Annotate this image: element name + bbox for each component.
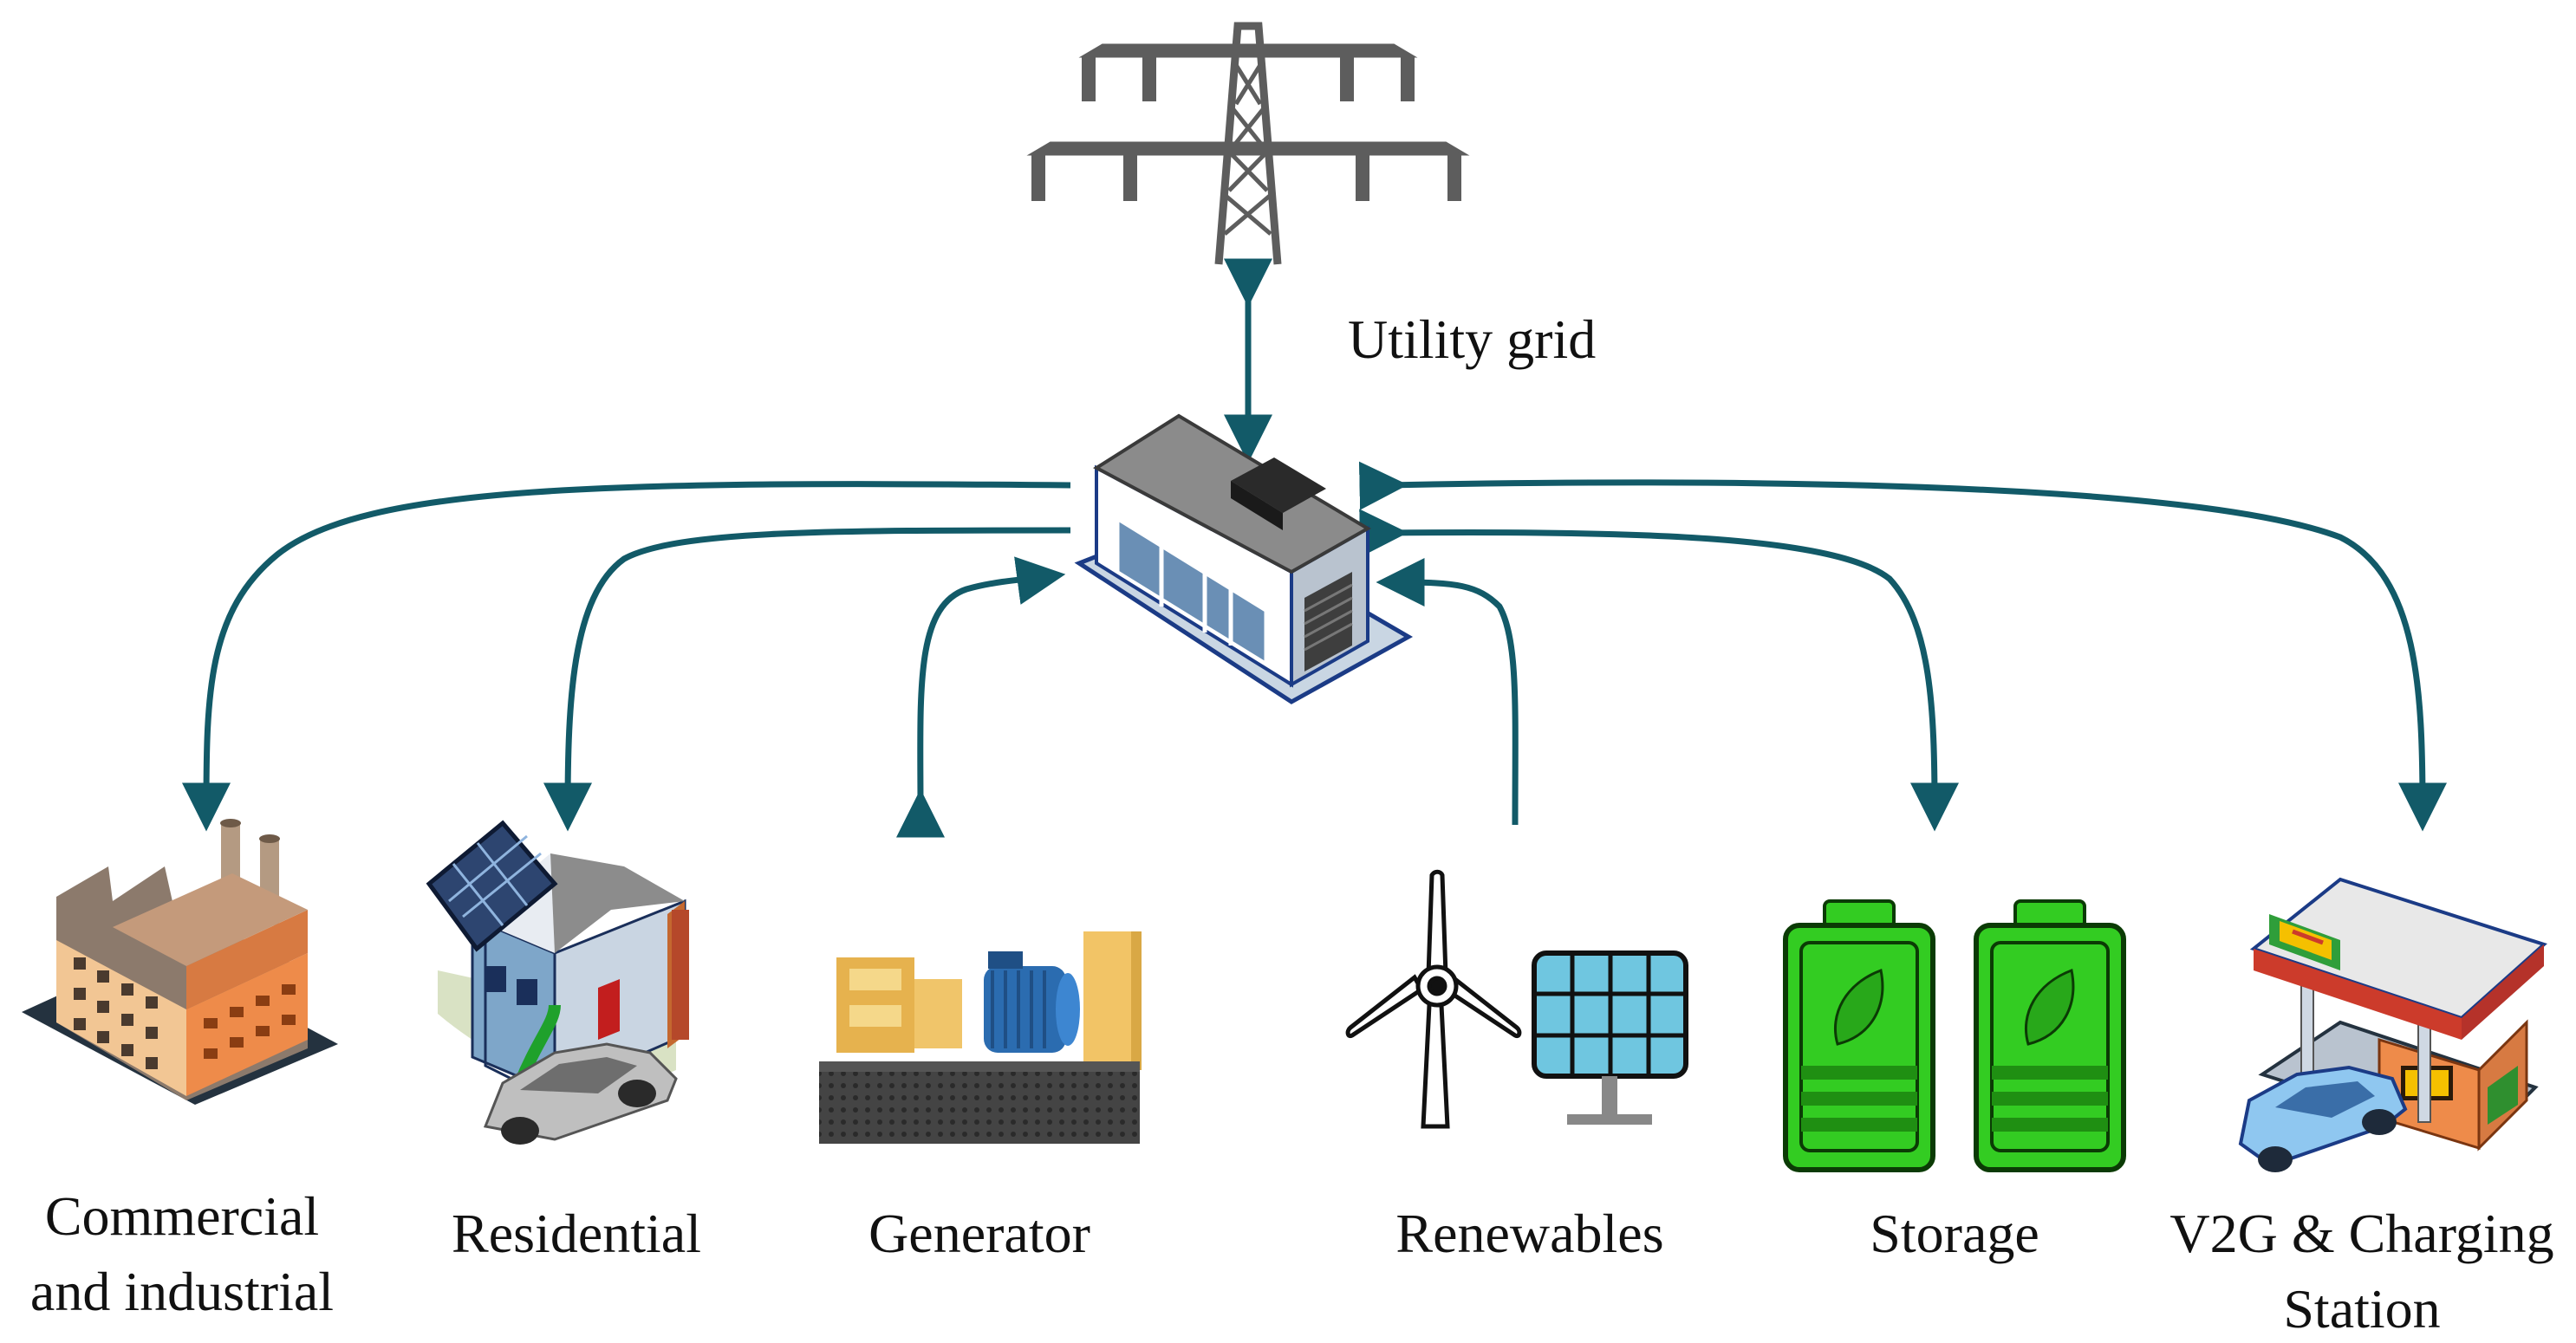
solar-panel-icon [1532,950,1688,1125]
renewables-label: Renewables [1395,1203,1663,1264]
battery-icon-left [1783,899,1935,1172]
rooftop-solar-panel [426,820,558,952]
arrow-storage-bidirectional [1359,509,1959,832]
v2g-charging-label-line2: Station [2283,1278,2440,1340]
generator-icon [819,931,1142,1144]
residential-car [483,1042,678,1145]
connection-arrows [182,258,2447,838]
residential-label: Residential [452,1203,701,1264]
utility-grid-label: Utility grid [1348,308,1596,370]
generator-label: Generator [868,1203,1090,1264]
transmission-tower-icon [1026,22,1470,265]
microgrid-controller-building-icon [1074,413,1414,704]
commercial-industrial-label-line2: and industrial [30,1261,334,1322]
arrow-from-renewables [1376,558,1519,826]
wind-turbine-icon [1345,869,1522,1129]
v2g-charging-label-line1: V2G & Charging [2169,1203,2553,1264]
ev-charging-car [2238,1065,2408,1172]
storage-label: Storage [1870,1203,2039,1264]
battery-icon-right [1974,899,2126,1172]
arrow-v2g-bidirectional [1358,461,2447,832]
factory-icon [22,819,338,1105]
commercial-industrial-label-line1: Commercial [45,1185,319,1247]
arrow-to-residential [543,527,1071,832]
arrow-to-commercial [182,481,1071,832]
house-with-car-icon [426,820,689,1145]
arrow-generator-bidirectional [896,556,1066,838]
charging-station-icon [2238,877,2547,1172]
